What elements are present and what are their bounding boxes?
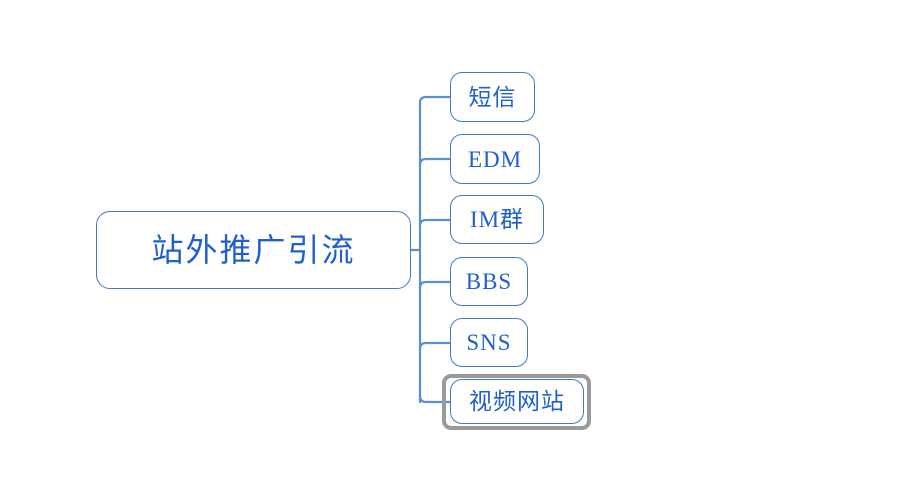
child-node-label: SNS	[466, 330, 512, 355]
mindmap-child-node-video-site[interactable]: 视频网站	[450, 379, 584, 424]
mindmap-root-node[interactable]: 站外推广引流	[96, 211, 411, 289]
child-node-label: IM群	[469, 207, 525, 232]
connector-branch-3	[418, 218, 452, 228]
mindmap-child-node-im-group[interactable]: IM群	[450, 195, 544, 244]
child-node-label: EDM	[467, 146, 523, 172]
connector-branch-5	[418, 341, 452, 351]
child-node-label: BBS	[465, 269, 513, 294]
mindmap-child-node-sms[interactable]: 短信	[450, 72, 535, 122]
mindmap-child-node-bbs[interactable]: BBS	[450, 257, 528, 306]
connector-branch-1	[418, 95, 452, 111]
connector-branch-4	[418, 280, 452, 290]
selection-outline	[442, 374, 591, 430]
child-node-label: 视频网站	[469, 389, 565, 414]
child-node-label: 短信	[468, 84, 517, 110]
mindmap-child-node-edm[interactable]: EDM	[450, 134, 540, 184]
connector-branch-2	[418, 157, 452, 167]
root-node-label: 站外推广引流	[151, 232, 356, 268]
mindmap-child-node-sns[interactable]: SNS	[450, 318, 528, 367]
